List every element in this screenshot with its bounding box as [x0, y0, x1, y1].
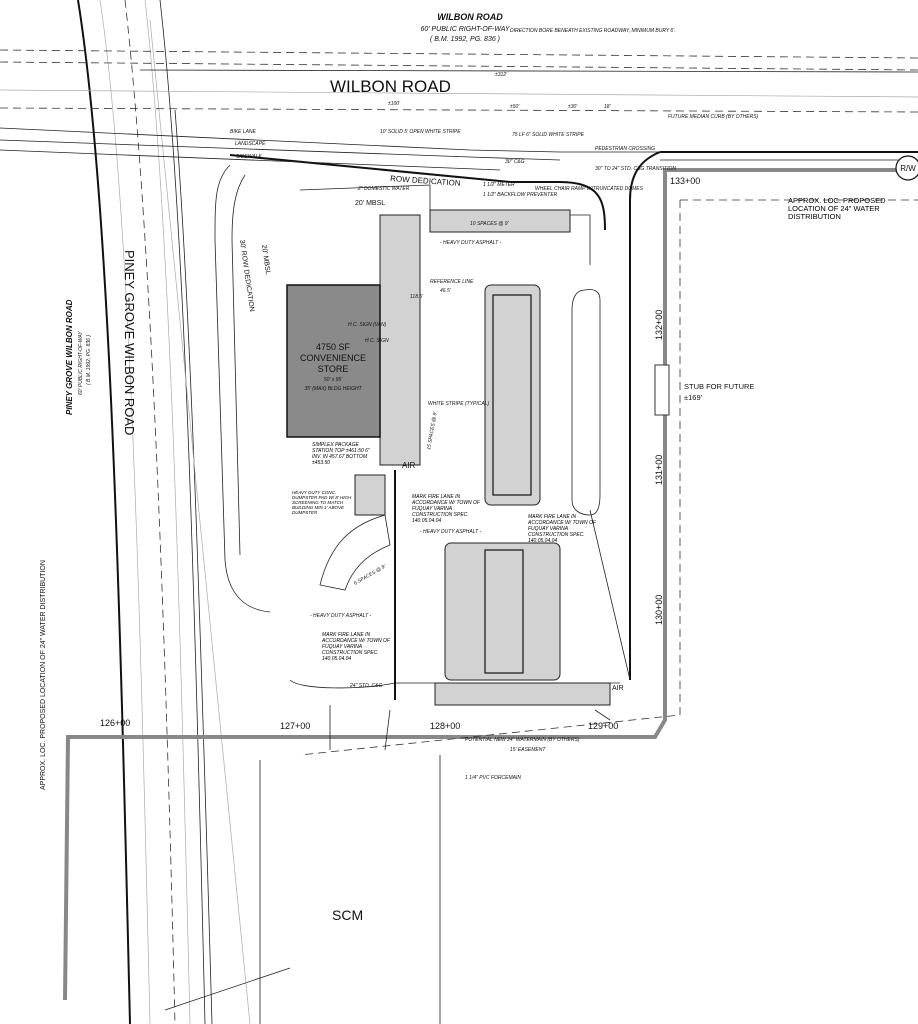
wilbon-road-book: ( B.M. 1992, PG. 836 ) — [430, 36, 500, 43]
dumpster-pad — [354, 474, 386, 516]
fuel-canopy-north — [484, 284, 541, 506]
wilbon-road-title: WILBON ROAD — [437, 12, 503, 22]
cg-transition: 30" TO 24" STD. C&G TRANSITION — [595, 166, 676, 172]
station-129: 129+00 — [588, 721, 618, 731]
store-area: 4750 SF — [316, 342, 351, 352]
fire-lane-note-3: MARK FIRE LANE IN ACCORDANCE W/ TOWN OF … — [322, 632, 390, 662]
cg-30: 30" C&G — [505, 159, 525, 165]
heavy-asphalt-1: - HEAVY DUTY ASPHALT - — [440, 240, 502, 246]
rw-marker — [895, 155, 918, 181]
rw-label: R/W — [900, 164, 916, 173]
approx-water-note: APPROX. LOC. PROPOSED LOCATION OF 24" WA… — [788, 197, 886, 221]
dim-50: ±50' — [510, 104, 520, 110]
dumpster-note: HEAVY DUTY CONC. DUMPSTER PAD W/ 8' HIGH… — [292, 490, 352, 515]
dim-46: 46.5' — [440, 288, 452, 294]
package-station-note: SIMPLEX PACKAGE STATION TOP ±461.50 6" I… — [312, 442, 370, 466]
piney-grove-title: PINEY GROVE WILBON ROAD — [65, 299, 74, 415]
bike-lane: BIKE LANE — [230, 129, 257, 135]
dim-100: ±100' — [388, 101, 401, 107]
store-name-1: CONVENIENCE — [300, 353, 366, 363]
hc-sign-van: H.C. SIGN (VAN) — [348, 322, 387, 328]
dim-312: ±312' — [495, 72, 508, 78]
station-132: 132+00 — [654, 310, 664, 340]
landscape: LANDSCAPE — [235, 141, 266, 147]
water-easement-line — [299, 199, 918, 756]
approx-water-note-left: APPROX. LOC. PROPOSED LOCATION OF 24" WA… — [40, 560, 47, 790]
heavy-asphalt-2: - HEAVY DUTY ASPHALT - — [420, 529, 482, 535]
future-stub — [654, 364, 670, 416]
parking-row-bottom — [434, 682, 611, 706]
heavy-asphalt-3: - HEAVY DUTY ASPHALT - — [310, 613, 372, 619]
station-130: 130+00 — [654, 595, 664, 625]
stub-length: ±169' — [684, 393, 703, 402]
piney-grove-road-lines — [77, 0, 251, 1024]
mbsl-20: 20' MBSL — [355, 200, 385, 207]
station-126: 126+00 — [100, 718, 130, 728]
stripe-75: 75 LF 6" SOLID WHITE STRIPE — [512, 132, 585, 138]
frontage-curbs — [214, 151, 661, 680]
stub-label: STUB FOR FUTURE — [684, 382, 754, 391]
wilbon-road-row: 60' PUBLIC RIGHT-OF-WAY — [420, 26, 510, 33]
store-size: 50' x 95' — [324, 377, 343, 383]
row-dedication-30: 30' ROW DEDICATION — [238, 239, 255, 312]
piney-grove-row: 60' PUBLIC RIGHT-OF-WAY — [78, 331, 84, 395]
piney-grove-label: PINEY GROVE WILBON ROAD — [122, 250, 137, 435]
easement: 15' EASEMENT — [510, 747, 546, 753]
station-133: 133+00 — [670, 176, 700, 186]
store-height: 35' (MAX) BLDG HEIGHT — [304, 386, 362, 392]
reference-line: REFERENCE LINE — [430, 279, 474, 285]
hc-sign: H.C. SIGN — [365, 338, 389, 344]
station-128: 128+00 — [430, 721, 460, 731]
sidewalk: SIDEWALK — [236, 154, 262, 160]
fire-lane-note-1: MARK FIRE LANE IN ACCORDANCE W/ TOWN OF … — [412, 494, 480, 524]
station-131: 131+00 — [654, 455, 664, 485]
parking-row-top — [429, 209, 571, 233]
air-label: AIR — [402, 461, 416, 470]
domestic-water: 2" DOMESTIC WATER — [357, 186, 410, 192]
wheelchair-ramp: WHEEL CHAIR RAMP W/TRUNCATED DOMES — [535, 186, 644, 192]
air-label-2: AIR — [612, 685, 624, 692]
site-boundary — [63, 168, 918, 1001]
future-median: FUTURE MEDIAN CURB (BY OTHERS) — [668, 114, 759, 120]
fuel-canopy-south — [444, 542, 561, 681]
meter: 1 1/2" METER — [483, 182, 515, 188]
potential-watermain: POTENTIAL NEW 24" WATERMAIN (BY OTHERS) — [465, 737, 580, 743]
scm-label: SCM — [332, 907, 363, 923]
piney-grove-book: ( B.M. 1992, PG. 836 ) — [86, 335, 92, 385]
station-127: 127+00 — [280, 721, 310, 731]
stripe-10: 10' SOLID 5' OPEN WHITE STRIPE — [380, 129, 461, 135]
wilbon-road-lines — [0, 49, 918, 183]
std-cg-24: 24" STD. C&G — [349, 683, 382, 689]
spaces-15: 15 SPACES @ 9' — [426, 410, 439, 450]
spaces-10: 10 SPACES @ 9' — [470, 221, 510, 227]
convenience-store-building — [286, 284, 381, 438]
scm-boundary — [259, 755, 441, 1024]
parking-strip — [379, 214, 421, 466]
fire-lane-note-2: MARK FIRE LANE IN ACCORDANCE W/ TOWN OF … — [528, 514, 596, 544]
wilbon-road-label: WILBON ROAD — [330, 77, 451, 96]
dim-118: 118.5' — [410, 294, 424, 300]
bore-note: DIRECTION BORE BENEATH EXISTING ROADWAY,… — [510, 28, 676, 34]
dim-30: ±30' — [568, 104, 578, 110]
backflow: 1 1/2" BACKFLOW PREVENTER — [483, 192, 558, 198]
store-name-2: STORE — [318, 364, 349, 374]
white-stripe: WHITE STRIPE (TYPICAL) — [428, 401, 489, 407]
mbsl-20-vertical: 20' MBSL — [260, 244, 271, 275]
forcemain: 1 1/4" PVC FORCEMAIN — [465, 775, 521, 781]
pedestrian-crossing: PEDESTRIAN CROSSING — [595, 146, 655, 152]
dim-18: 18' — [604, 104, 612, 110]
